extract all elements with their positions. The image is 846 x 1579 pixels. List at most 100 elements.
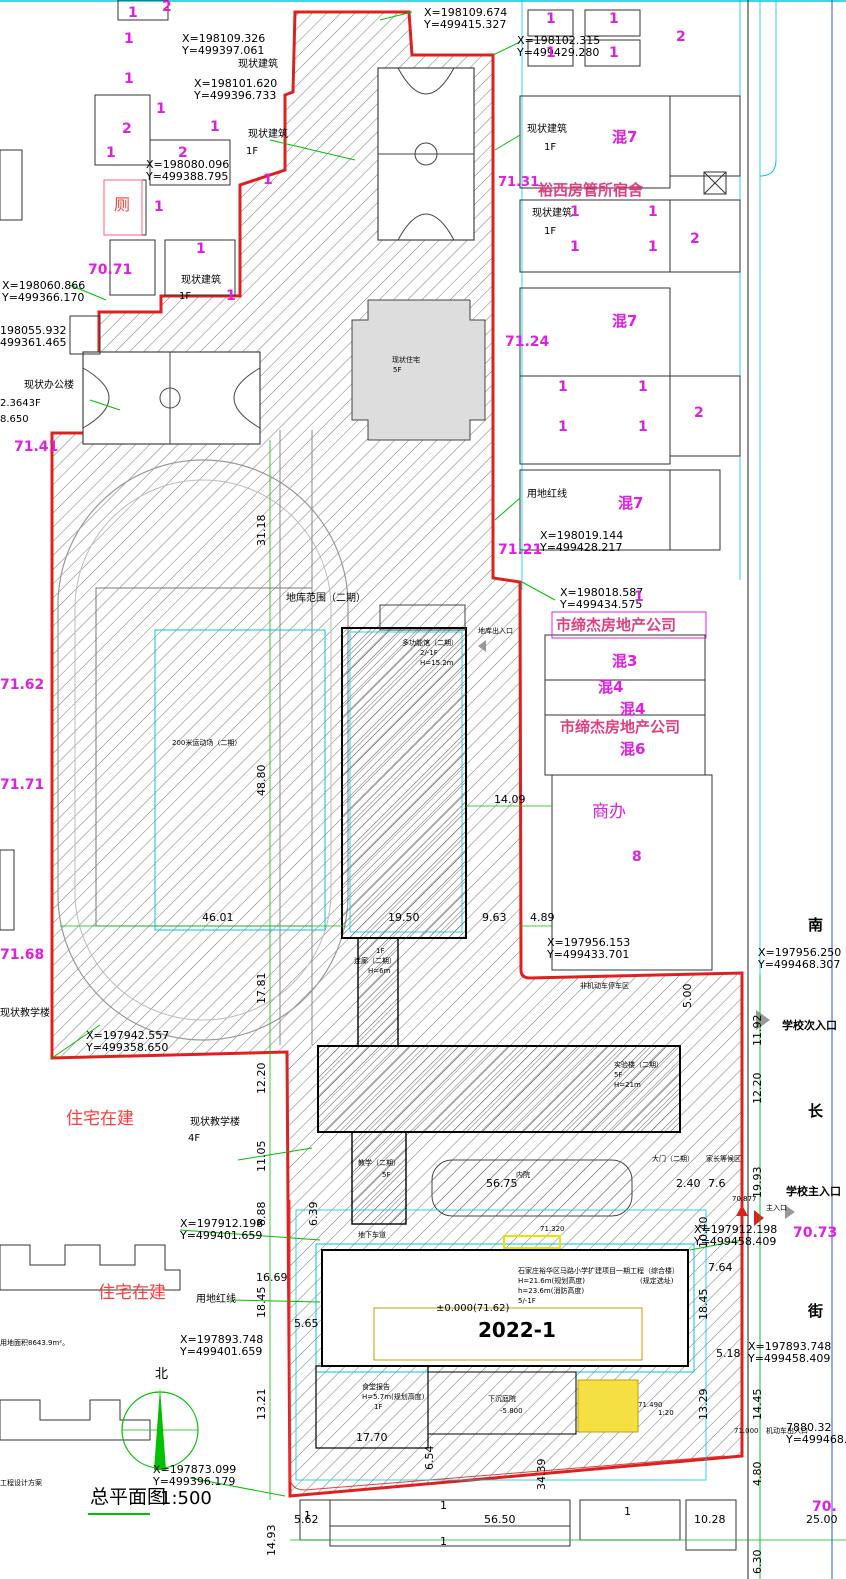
elevation-6: 71.62 [0, 677, 45, 693]
existing-office-elevation: 8.650 [0, 414, 29, 425]
dimension-label: 11.92 [751, 1014, 764, 1047]
dimension-label: 56.50 [484, 1513, 516, 1526]
dimension-label: 4.89 [530, 911, 555, 924]
underground-ramp-label: 地下车道 [358, 1231, 386, 1239]
floor-count: 1 [546, 11, 556, 27]
dimension-label: 7.64 [708, 1261, 733, 1274]
existing-teaching-floor: 4F [188, 1133, 201, 1144]
floor-count: 1 [546, 45, 556, 61]
secondary-entrance-label: 学校次入口 [782, 1019, 837, 1032]
residential-construction-1: 住宅在建 [66, 1109, 134, 1129]
floor-count: 混6 [620, 740, 646, 758]
underground-range-label: 地库范围（二期） [286, 593, 366, 604]
floor-count: 1 [440, 1535, 447, 1548]
project-height-1: H=21.6m(规划高度) [518, 1277, 585, 1285]
dimension-label: 10.40 [697, 1216, 710, 1249]
dimension-label: 14.09 [494, 793, 526, 806]
floor-count: 8 [632, 849, 642, 865]
dimension-label: 56.75 [486, 1177, 518, 1190]
dimension-label: 7.6 [708, 1177, 726, 1190]
multi-hall-label: 多功能馆（二期） [402, 639, 458, 647]
bike-parking-label: 非机动车停车区 [580, 982, 629, 990]
floor-count: 混3 [612, 652, 638, 670]
datum-label: ±0.000(71.62) [436, 1303, 510, 1314]
floor-count: 1 [634, 589, 644, 605]
dimension-label: 6.30 [751, 1549, 764, 1575]
floor-count: 1 [609, 11, 619, 27]
floor-count: 1 [106, 145, 116, 161]
dimension-label: 19.50 [388, 911, 420, 924]
project-code: 2022-1 [478, 1318, 556, 1342]
street-name-long: 长 [808, 1102, 824, 1120]
track-label: 200米运动场（二期） [172, 739, 242, 747]
dimension-label: 31.18 [255, 514, 268, 547]
land-red-line-label-1: 用地红线 [527, 489, 567, 500]
existing-teaching-label-1: 现状教学楼 [0, 1008, 50, 1019]
dimension-label: 25.00 [806, 1513, 838, 1526]
floor-count: 1 [156, 101, 166, 117]
existing-office-value: 2.3643F [0, 398, 41, 409]
floor-count: 1 [128, 5, 138, 21]
multi-hall-height: H=15.2m [420, 659, 454, 667]
floor-count: 1 [648, 204, 658, 220]
dimension-label: 5.00 [681, 983, 694, 1009]
slope-label: 1:20 [658, 1409, 674, 1417]
dormitory-label: 裕西房管所宿舍 [538, 181, 644, 199]
corridor-height: H=6m [368, 967, 391, 975]
company-label-2: 市缔杰房地产公司 [560, 718, 681, 736]
existing-building-label-3: 现状建筑 [527, 124, 567, 135]
street-name-south: 南 [808, 916, 824, 934]
floor-count: 1 [609, 45, 619, 61]
floor-count: 混4 [620, 700, 646, 718]
dimension-label: 6.39 [307, 1201, 320, 1227]
floor-count: 2 [122, 121, 132, 137]
elevation-7: 71.71 [0, 777, 45, 793]
elevation-2: 71.31 [498, 175, 540, 190]
street-name-street: 街 [808, 1302, 824, 1320]
dimension-label: 18.45 [255, 1286, 268, 1319]
dimension-label: 48.80 [255, 764, 268, 797]
floor-count: 2 [690, 231, 700, 247]
elevation-1: 70.71 [88, 262, 133, 278]
project-height-2: h=23.6m(消防高度) [518, 1287, 585, 1295]
dimension-label: 14.93 [265, 1524, 278, 1557]
floor-count: 1 [304, 1509, 311, 1522]
sunken-elevation: -5.800 [500, 1407, 523, 1415]
floor-count: 混4 [598, 678, 624, 696]
dimension-label: 17.70 [356, 1431, 388, 1444]
north-label: 北 [155, 1367, 169, 1382]
floor-count: 1 [196, 241, 206, 257]
dimension-label: 9.63 [482, 911, 507, 924]
floor-count: 1 [570, 239, 580, 255]
toilet-label: 厕 [114, 195, 131, 214]
dimension-label: 12.20 [751, 1072, 764, 1105]
dimension-label: 16.69 [256, 1271, 288, 1284]
plan-scale: 1:500 [160, 1488, 212, 1509]
floor-count: 混7 [612, 128, 638, 146]
dimension-label: 46.01 [202, 911, 234, 924]
floor-count: 1 [226, 288, 236, 304]
existing-building-floor-5: 1F [179, 291, 192, 302]
dimension-label: 5.18 [716, 1347, 741, 1360]
corridor-floor: 1F [376, 947, 385, 955]
floor-count: 1 [263, 172, 273, 188]
floor-count: 1 [210, 119, 220, 135]
canteen-floor: 1F [374, 1403, 383, 1411]
floor-count: 1 [440, 1499, 447, 1512]
floor-count: 2 [694, 405, 704, 421]
elev-71320: 71.320 [540, 1225, 565, 1233]
floor-count: 2 [178, 145, 188, 161]
project-floor: 5/-1F [518, 1297, 536, 1305]
dimension-label: 11.05 [255, 1140, 268, 1173]
existing-building-label-1: 现状建筑 [238, 59, 278, 70]
